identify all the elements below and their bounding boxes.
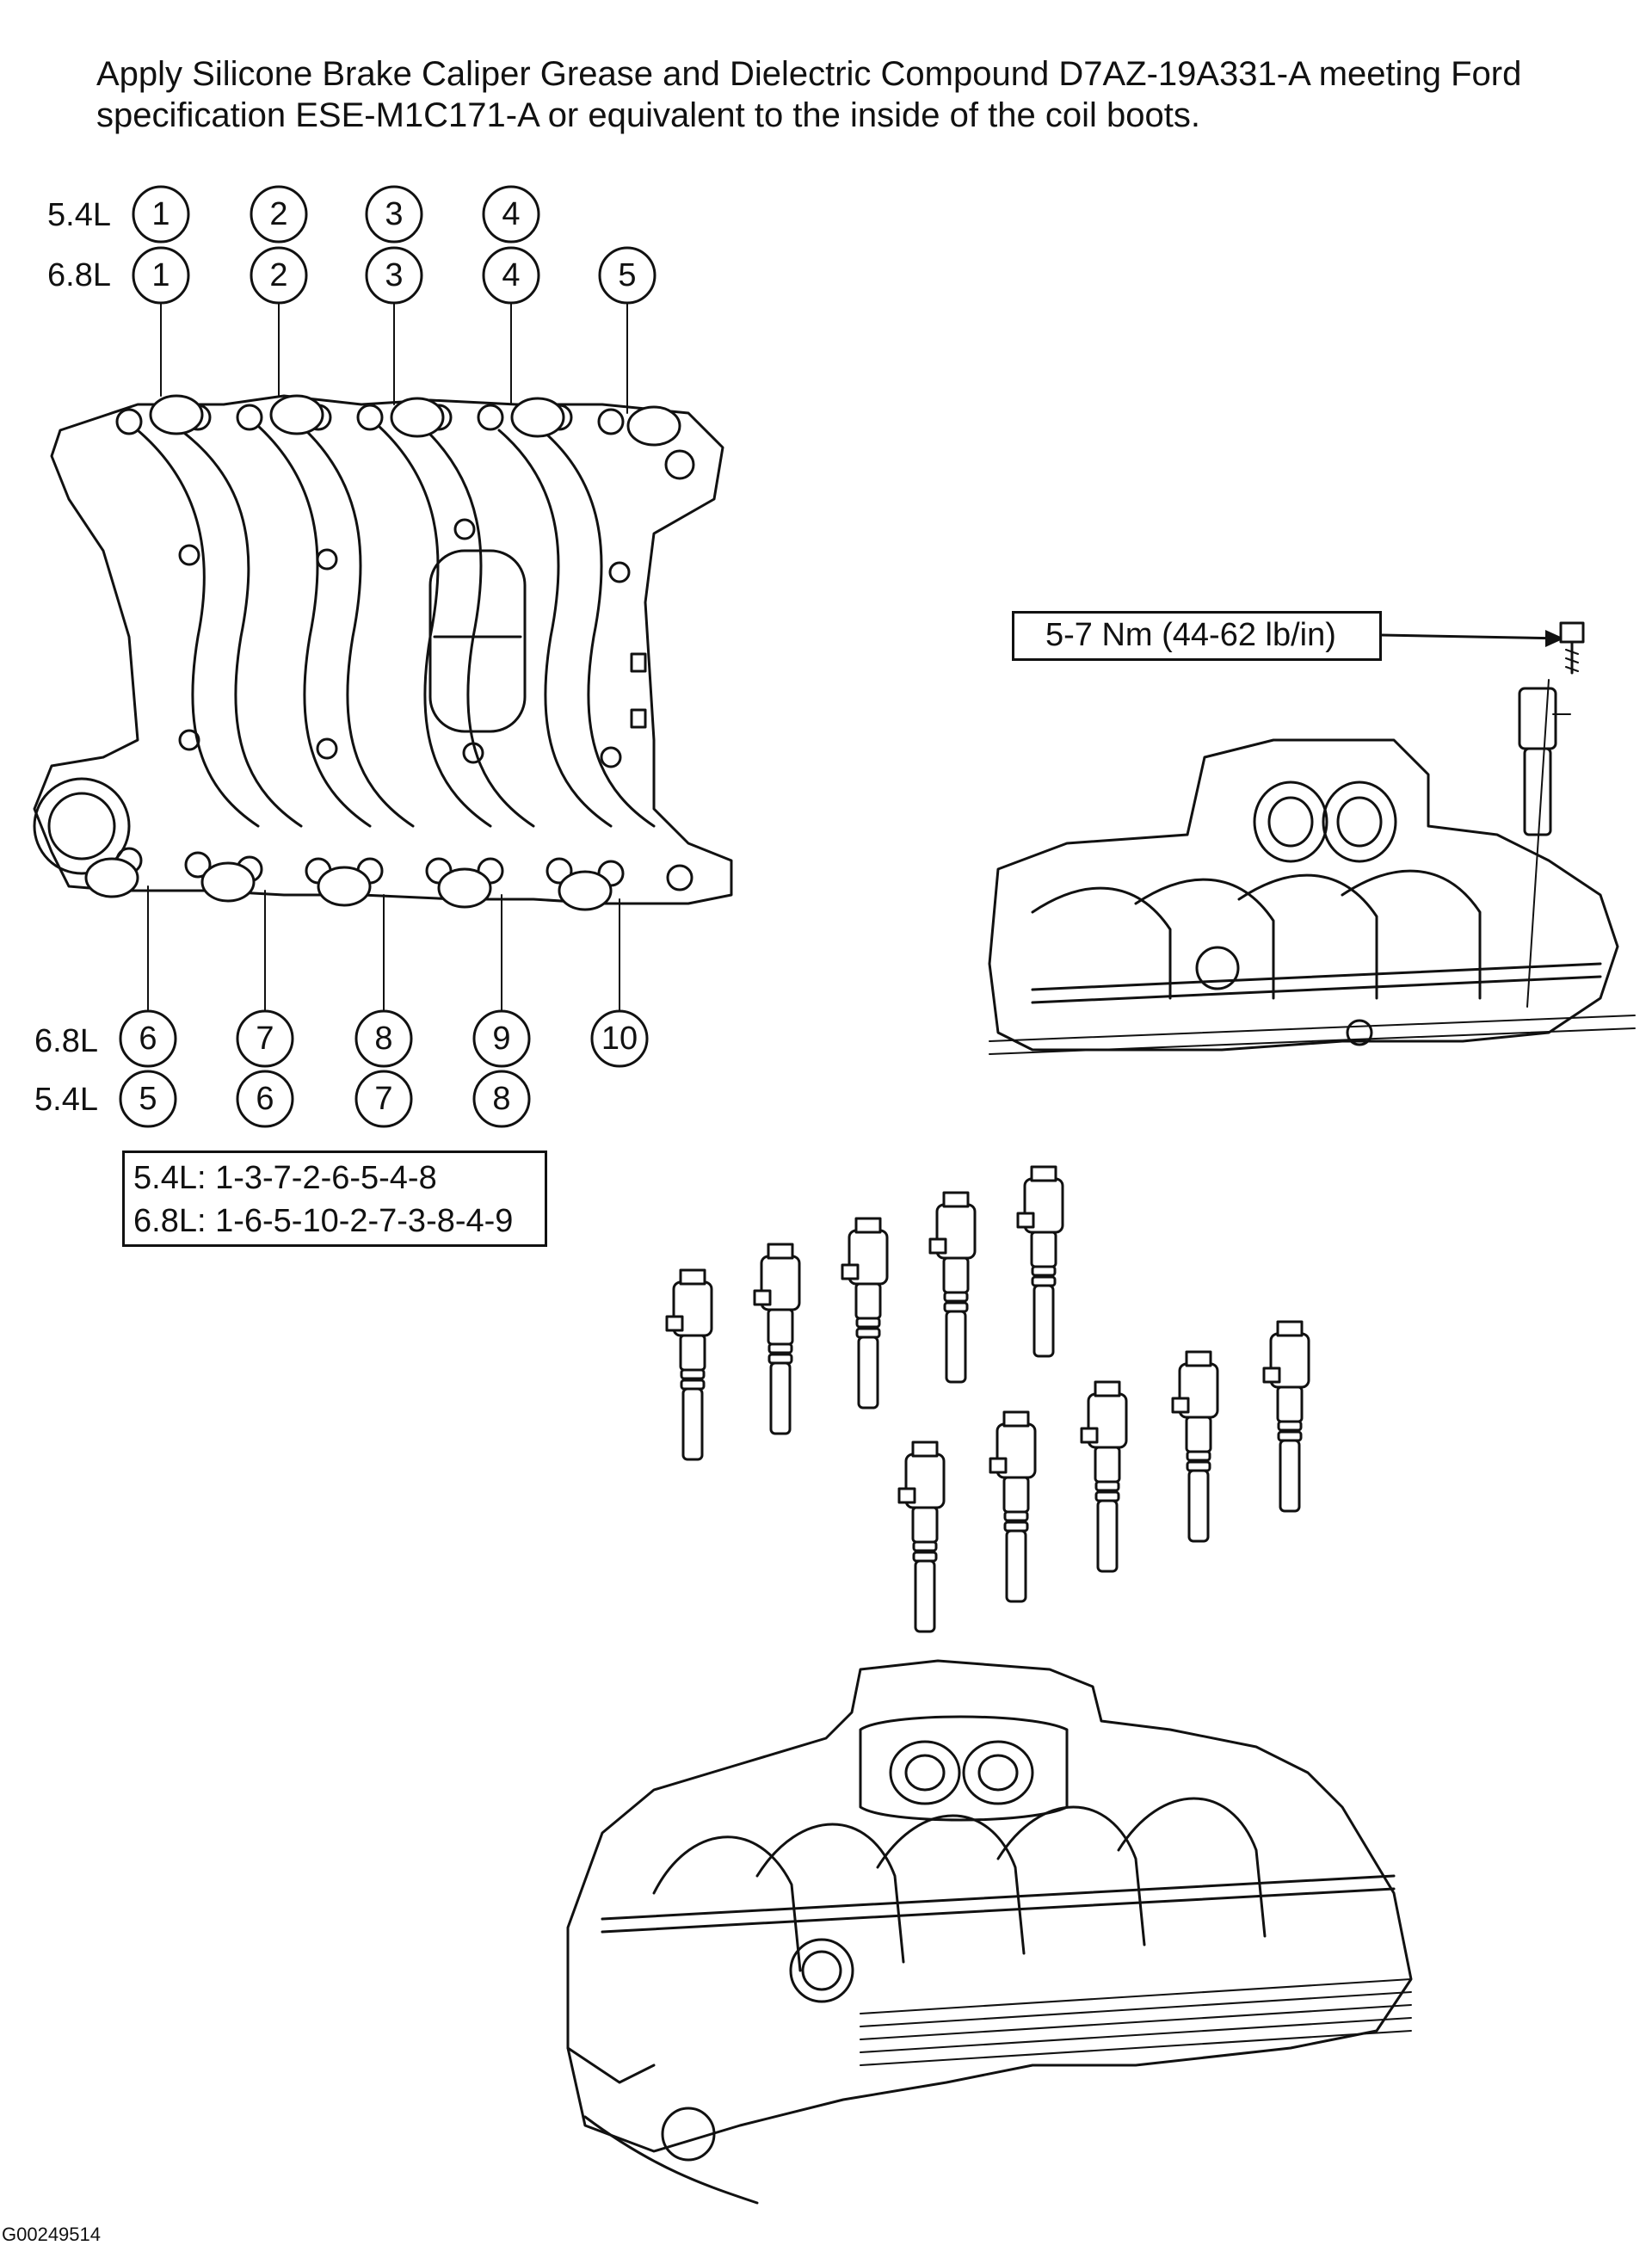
coil-on-plug-upper-1 bbox=[665, 1268, 713, 1461]
callout-bottom-68-7: 7 bbox=[256, 1021, 274, 1057]
coil-on-plug-upper-2 bbox=[753, 1243, 801, 1435]
engine-perspective-view-upper bbox=[988, 738, 1636, 1055]
coil-on-plug-lower-1 bbox=[897, 1440, 946, 1633]
callout-top-68-2: 2 bbox=[269, 257, 287, 293]
callout-bottom-68-9: 9 bbox=[492, 1021, 510, 1057]
coil-row-upper bbox=[665, 1165, 1064, 1461]
coil-on-plug-upper-5 bbox=[1016, 1165, 1064, 1358]
firing-order-68: 6.8L: 1-6-5-10-2-7-3-8-4-9 bbox=[133, 1203, 514, 1239]
row-label-bottom-54: 5.4L bbox=[34, 1082, 98, 1118]
instruction-line-2: specification ESE-M1C171-A or equivalent… bbox=[96, 96, 1200, 134]
coil-on-plug-lower-3 bbox=[1080, 1380, 1128, 1573]
callout-bottom-68-10: 10 bbox=[601, 1021, 638, 1057]
callout-bottom-54-7: 7 bbox=[374, 1081, 392, 1117]
coil-on-plug-lower-2 bbox=[989, 1410, 1037, 1603]
intake-manifold-top-view bbox=[33, 394, 733, 911]
coil-on-plug-upper-3 bbox=[841, 1217, 889, 1410]
callout-top-54-3: 3 bbox=[385, 196, 403, 232]
instruction-line-1: Apply Silicone Brake Caliper Grease and … bbox=[96, 55, 1522, 93]
callout-top-68-1: 1 bbox=[151, 257, 170, 293]
row-label-top-68: 6.8L bbox=[47, 257, 111, 293]
callout-top-54-2: 2 bbox=[269, 196, 287, 232]
figure-id: G00249514 bbox=[2, 2224, 101, 2245]
instruction-note: Apply Silicone Brake Caliper Grease and … bbox=[96, 53, 1593, 136]
torque-spec-box: 5-7 Nm (44-62 lb/in) bbox=[1012, 611, 1382, 661]
callout-group-bottom: 6 7 8 9 10 5 6 7 8 bbox=[119, 1009, 649, 1128]
callout-bottom-68-8: 8 bbox=[374, 1021, 392, 1057]
callout-group-top: 1 2 3 4 1 2 3 4 5 bbox=[132, 185, 656, 305]
firing-order-54: 5.4L: 1-3-7-2-6-5-4-8 bbox=[133, 1160, 437, 1196]
coil-on-plug-lower-5 bbox=[1262, 1320, 1310, 1513]
row-label-top-54: 5.4L bbox=[47, 197, 111, 233]
callout-top-68-5: 5 bbox=[618, 257, 636, 293]
firing-order-box: 5.4L: 1-3-7-2-6-5-4-8 6.8L: 1-6-5-10-2-7… bbox=[122, 1151, 547, 1247]
callout-bottom-54-6: 6 bbox=[256, 1081, 274, 1117]
callout-top-54-4: 4 bbox=[502, 196, 520, 232]
torque-leader bbox=[1380, 621, 1585, 1008]
callout-bottom-54-5: 5 bbox=[139, 1081, 157, 1117]
callout-bottom-68-6: 6 bbox=[139, 1021, 157, 1057]
engine-perspective-view-lower bbox=[566, 1659, 1413, 2205]
callout-leaders bbox=[147, 302, 628, 1012]
row-label-bottom-68: 6.8L bbox=[34, 1023, 98, 1059]
coil-on-plug-upper-4 bbox=[928, 1191, 977, 1384]
callout-top-68-3: 3 bbox=[385, 257, 403, 293]
coil-row-lower bbox=[897, 1320, 1310, 1633]
callout-bottom-54-8: 8 bbox=[492, 1081, 510, 1117]
callout-top-68-4: 4 bbox=[502, 257, 520, 293]
coil-on-plug-lower-4 bbox=[1171, 1350, 1219, 1543]
callout-top-54-1: 1 bbox=[151, 196, 170, 232]
